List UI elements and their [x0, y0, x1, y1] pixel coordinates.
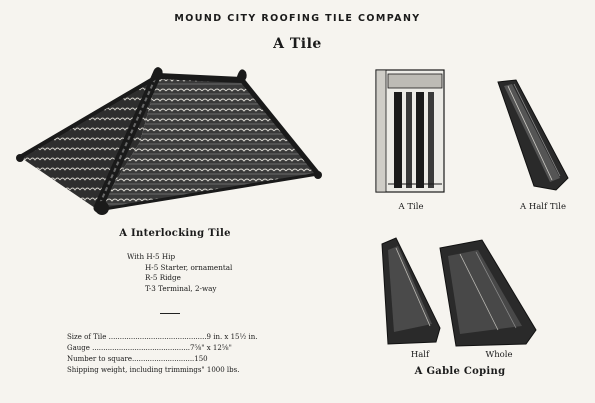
spec-line: Shipping weight, including trimmings" 10… — [67, 366, 240, 374]
gable-coping-caption: A Gable Coping — [414, 366, 506, 377]
roof-caption: A Interlocking Tile — [119, 228, 231, 239]
accessory-item: T-3 Terminal, 2-way — [145, 283, 217, 293]
page-title: A Tile — [273, 36, 322, 52]
spec-list: Size of Tile ...........................… — [67, 332, 317, 376]
accessory-item: H-5 Starter, ornamental — [145, 262, 233, 272]
half-caption: Half — [410, 350, 430, 360]
divider — [160, 313, 180, 314]
a-half-tile-illustration — [497, 79, 569, 191]
spec-line: Number to square........................… — [67, 355, 208, 363]
spec-line: Size of Tile ...........................… — [67, 333, 258, 341]
a-tile-illustration — [375, 69, 445, 193]
roof-illustration — [16, 67, 322, 215]
a-half-tile-caption: A Half Tile — [519, 202, 567, 212]
company-name: MOUND CITY ROOFING TILE COMPANY — [174, 13, 421, 24]
whole-coping-illustration — [439, 239, 537, 347]
accessory-list: With H-5 Hip H-5 Starter, ornamental R-5… — [127, 252, 297, 294]
whole-caption: Whole — [485, 350, 513, 360]
a-tile-caption: A Tile — [398, 202, 424, 212]
accessory-item: R-5 Ridge — [145, 273, 181, 282]
spec-line: Gauge ..................................… — [67, 344, 232, 352]
accessory-item: With H-5 Hip — [127, 252, 176, 261]
half-coping-illustration — [381, 237, 441, 345]
